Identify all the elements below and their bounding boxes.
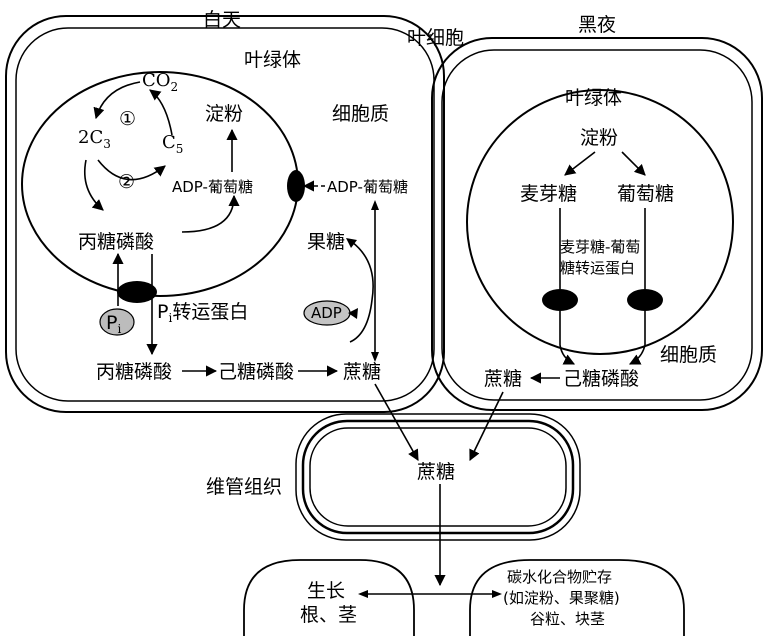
night-cell-inner-wall (441, 49, 753, 401)
arrow-starch-to-glucose (621, 151, 646, 176)
step-1-label: ① (119, 108, 136, 130)
vascular-inner (309, 427, 567, 527)
arrow-c3-to-c5 (97, 159, 166, 181)
sucrose-vascular-label: 蔗糖 (417, 461, 455, 483)
adp-glucose-transporter (287, 170, 305, 202)
arrow-c5-to-co2 (149, 89, 173, 136)
night-starch-label: 淀粉 (580, 127, 618, 149)
pi-label: Pi (106, 312, 121, 336)
day-starch-label: 淀粉 (205, 103, 243, 125)
arrowhead-adp (348, 308, 358, 319)
maltose-glucose-transporter-label-1: 麦芽糖-葡萄 (560, 238, 640, 256)
c3-label: 2C3 (78, 127, 111, 151)
triose-phosphate-cyto-label: 丙糖磷酸 (96, 361, 172, 383)
night-cytoplasm-label: 细胞质 (660, 344, 717, 366)
arrow-c3-to-triose (84, 159, 104, 211)
sucrose-night-label: 蔗糖 (484, 368, 522, 390)
night-chloroplast-label: 叶绿体 (565, 87, 622, 109)
vascular-mid (301, 419, 575, 535)
arrow-triose-to-adpg (181, 194, 240, 233)
arrow-day-sucrose-to-vascular (374, 383, 419, 461)
c5-label: C5 (162, 132, 183, 156)
night-cell-outer-wall (431, 37, 763, 411)
line-fructose-sucrose (349, 241, 374, 343)
carb-storage-label-2: (如淀粉、果聚糖) (503, 589, 620, 607)
leaf-cell-label: 叶细胞 (407, 27, 464, 49)
maltose-glucose-transporter-label-2: 糖转运蛋白 (560, 259, 635, 277)
day-chloroplast-label: 叶绿体 (244, 49, 301, 71)
carb-storage-label-3: 谷粒、块茎 (530, 610, 605, 628)
adp-glucose-out-label: ADP-葡萄糖 (327, 178, 408, 196)
night-chloroplast (466, 89, 734, 355)
sucrose-day-label: 蔗糖 (343, 361, 381, 383)
step-2-label: ② (118, 171, 135, 193)
arrowhead-sucrose-adpg-top (371, 200, 379, 210)
arrowhead-fructose (346, 238, 357, 248)
pi-molecule (99, 308, 135, 336)
day-cell-outer-wall (5, 15, 445, 413)
arrowhead-to-growth (358, 590, 368, 598)
maltose-label: 麦芽糖 (520, 183, 577, 205)
storage-organ-outline (469, 559, 685, 636)
day-chloroplast (21, 71, 299, 297)
carb-storage-label-1: 碳水化合物贮存 (507, 568, 612, 586)
triose-phosphate-label: 丙糖磷酸 (78, 231, 154, 253)
vascular-outer (295, 413, 581, 541)
co2-label: CO2 (142, 70, 178, 94)
pi-transporter-protein (117, 281, 157, 303)
hexose-phosphate-night-label: 己糖磷酸 (563, 368, 639, 390)
nighttime-label: 黑夜 (578, 14, 616, 36)
pi-transporter-label: Pi转运蛋白 (157, 301, 248, 325)
arrow-co2-to-c3 (93, 81, 141, 120)
adp-glucose-in-label: ADP-葡萄糖 (172, 178, 253, 196)
arrow-starch-to-maltose (564, 151, 596, 176)
arrowhead-to-storage (492, 590, 502, 598)
maltose-transporter-left (542, 289, 578, 311)
root-stem-label: 根、茎 (300, 604, 357, 626)
arrowhead-sucrose-adpg-bottom (371, 352, 379, 362)
growth-label: 生长 (307, 580, 345, 602)
adp-label: ADP (311, 304, 342, 322)
day-cytoplasm-label: 细胞质 (332, 103, 389, 125)
vascular-tissue-label: 维管组织 (206, 476, 282, 498)
arrow-glucose-to-hexose (628, 311, 646, 365)
daytime-label: 白天 (203, 9, 241, 31)
arrow-maltose-to-hexose (559, 311, 576, 365)
glucose-transporter-right (627, 289, 663, 311)
growth-organ-outline (243, 559, 415, 636)
hexose-phosphate-day-label: 己糖磷酸 (218, 361, 294, 383)
arrow-night-sucrose-to-vascular (469, 391, 504, 462)
glucose-label: 葡萄糖 (617, 183, 674, 205)
day-cell-inner-wall (15, 27, 435, 402)
fructose-label: 果糖 (307, 231, 345, 253)
